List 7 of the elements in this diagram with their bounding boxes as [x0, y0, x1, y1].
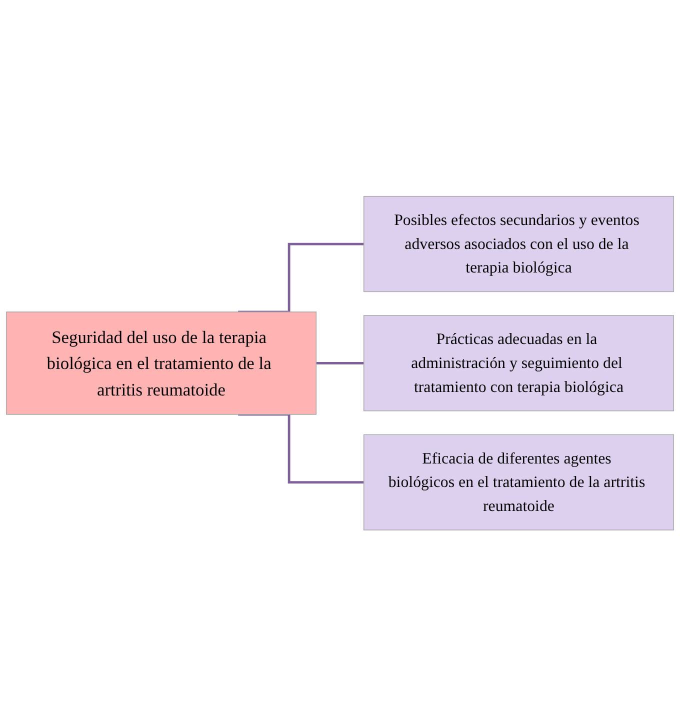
connector [238, 243, 364, 314]
node-box: Eficacia de diferentes agentes biológicos en el tratamiento de la artritis reumatoide [363, 434, 674, 531]
node-box: Posibles efectos secundarios y eventos adversos asociados con el uso de la terapia biológica [363, 196, 674, 292]
connector [316, 362, 364, 365]
connector [238, 414, 364, 484]
node-box: Seguridad del uso de la terapia biológica en el tratamiento de la artritis reumatoide [6, 312, 317, 416]
node-box: Prácticas adecuadas en la administración y seguimiento del tratamiento con terapia biológica [363, 315, 674, 412]
